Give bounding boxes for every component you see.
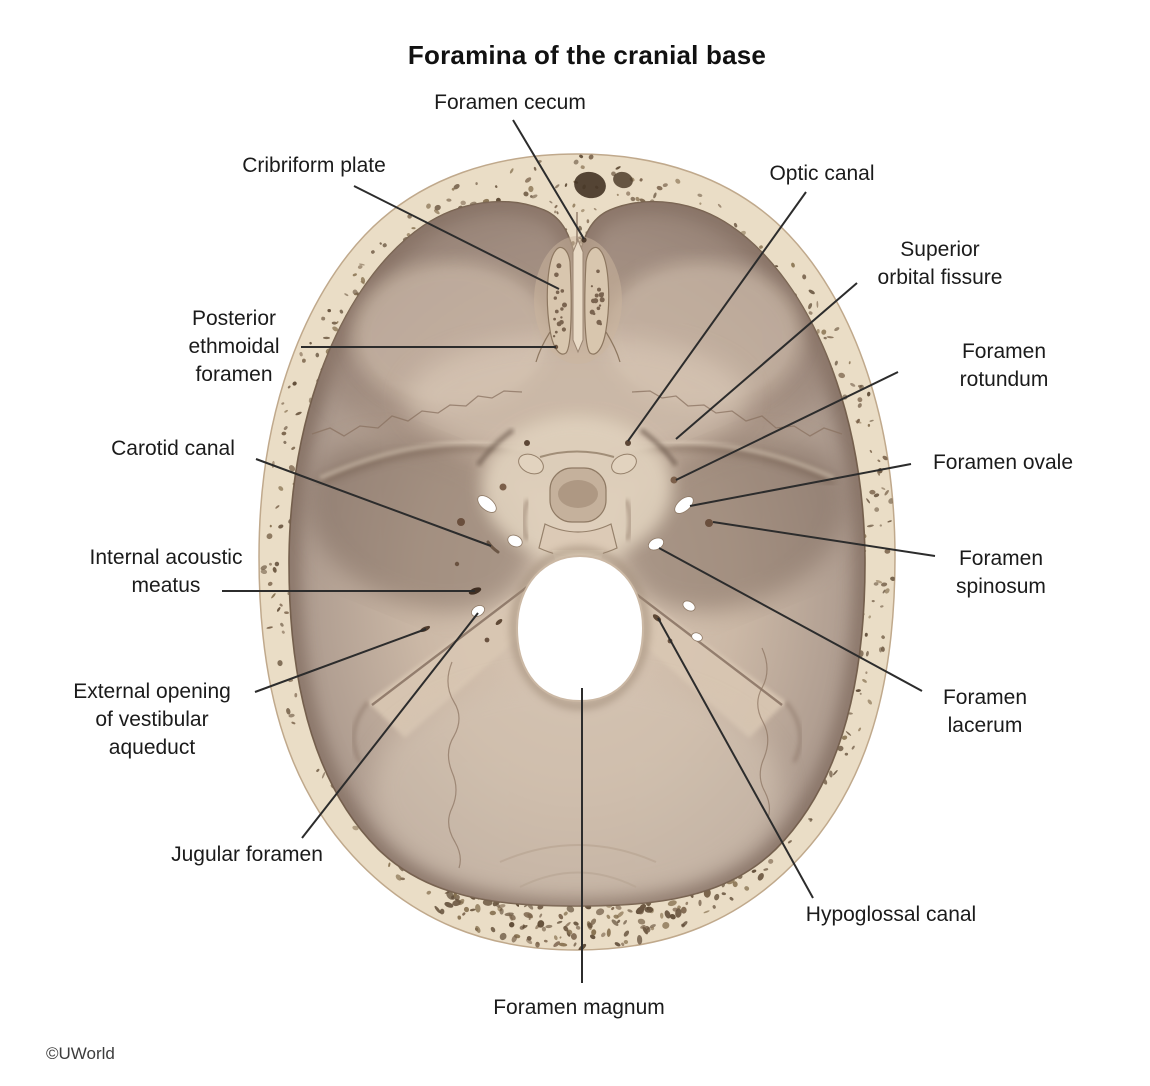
leader-line-foramen-cecum (512, 119, 585, 240)
label-foramen-magnum: Foramen magnum (493, 996, 665, 1019)
label-cribriform-plate: Cribriform plate (242, 154, 386, 177)
diagram-title: Foramina of the cranial base (407, 40, 767, 70)
foramen-ovale-right (674, 496, 694, 514)
cranial-cavity (288, 171, 866, 907)
label-hypoglossal-canal: Hypoglossal canal (805, 903, 977, 926)
label-foramen-rotundum: Foramen rotundum (959, 340, 1049, 391)
jugular-foramen-left (471, 605, 485, 617)
foramen-rotundum-left (499, 483, 507, 491)
carotid-groove-left (486, 540, 500, 554)
leader-line-carotid-canal (255, 458, 492, 547)
leader-line-foramen-rotundum (675, 371, 899, 481)
foramen-spinosum-left (457, 518, 465, 526)
frontal-sinus-left (574, 171, 606, 199)
label-jugular-foramen: Jugular foramen (171, 843, 323, 866)
leader-line-optic-canal (627, 191, 807, 442)
label-external-opening-vestibular-aqueduct: External opening of vestibular aqueduct (73, 680, 231, 759)
frontal-sinus-right (613, 171, 633, 189)
foramen-lacerum-left (507, 534, 523, 548)
optic-canal-right (625, 440, 631, 446)
superior-orbital-fissure-left (476, 428, 515, 467)
leader-line-foramen-ovale (689, 463, 912, 507)
foramina-openings (419, 440, 713, 644)
foramen-rotundum-right (670, 476, 678, 484)
label-carotid-canal: Carotid canal (111, 437, 235, 460)
copyright: ©UWorld (46, 1044, 115, 1063)
condylar-dot-left (484, 637, 490, 643)
leader-line-foramen-lacerum (658, 547, 923, 692)
label-superior-orbital-fissure: Superior orbital fissure (877, 238, 1003, 289)
foramen-lacerum-right (647, 537, 665, 551)
leader-line-hypoglossal-canal (657, 617, 814, 899)
suture-posterior-left (447, 661, 461, 869)
middle-fossa-left (306, 438, 534, 612)
leader-line-foramen-spinosum (712, 521, 936, 557)
anterior-clinoid-left (518, 453, 544, 475)
foramen-magnum (510, 546, 650, 710)
foramen-ovale-left (477, 495, 497, 513)
leader-lines (222, 119, 936, 983)
suture-posterior-right (757, 647, 771, 819)
jugular-foramen-right (691, 632, 703, 642)
label-foramen-ovale: Foramen ovale (932, 451, 1074, 474)
leader-line-cribriform-plate (353, 185, 560, 290)
internal-acoustic-meatus-right (682, 600, 696, 612)
leader-line-external-opening-vestibular-aqueduct (254, 628, 427, 693)
label-optic-canal: Optic canal (769, 162, 875, 185)
label-foramen-spinosum: Foramen spinosum (956, 547, 1046, 598)
hypoglossal-canal-left (495, 619, 503, 625)
label-foramen-lacerum: Foramen lacerum (942, 686, 1028, 737)
crista-galli (572, 238, 584, 354)
leader-line-superior-orbital-fissure (675, 282, 858, 440)
label-internal-acoustic-meatus: Internal acoustic meatus (89, 546, 243, 597)
cribriform-plate-region (534, 212, 622, 364)
superior-orbital-fissure-right (639, 428, 678, 467)
label-posterior-ethmoidal-foramen: Posterior ethmoidal foramen (188, 307, 280, 386)
cribriform-left (546, 246, 572, 355)
foramen-spinosum-right (705, 519, 713, 527)
optic-canal-left (524, 440, 530, 446)
label-foramen-cecum: Foramen cecum (434, 91, 586, 114)
suture-anterior-left (311, 390, 523, 437)
anterior-clinoid-right (611, 453, 637, 475)
suture-anterior-right (631, 390, 843, 437)
leader-line-jugular-foramen (301, 612, 479, 839)
